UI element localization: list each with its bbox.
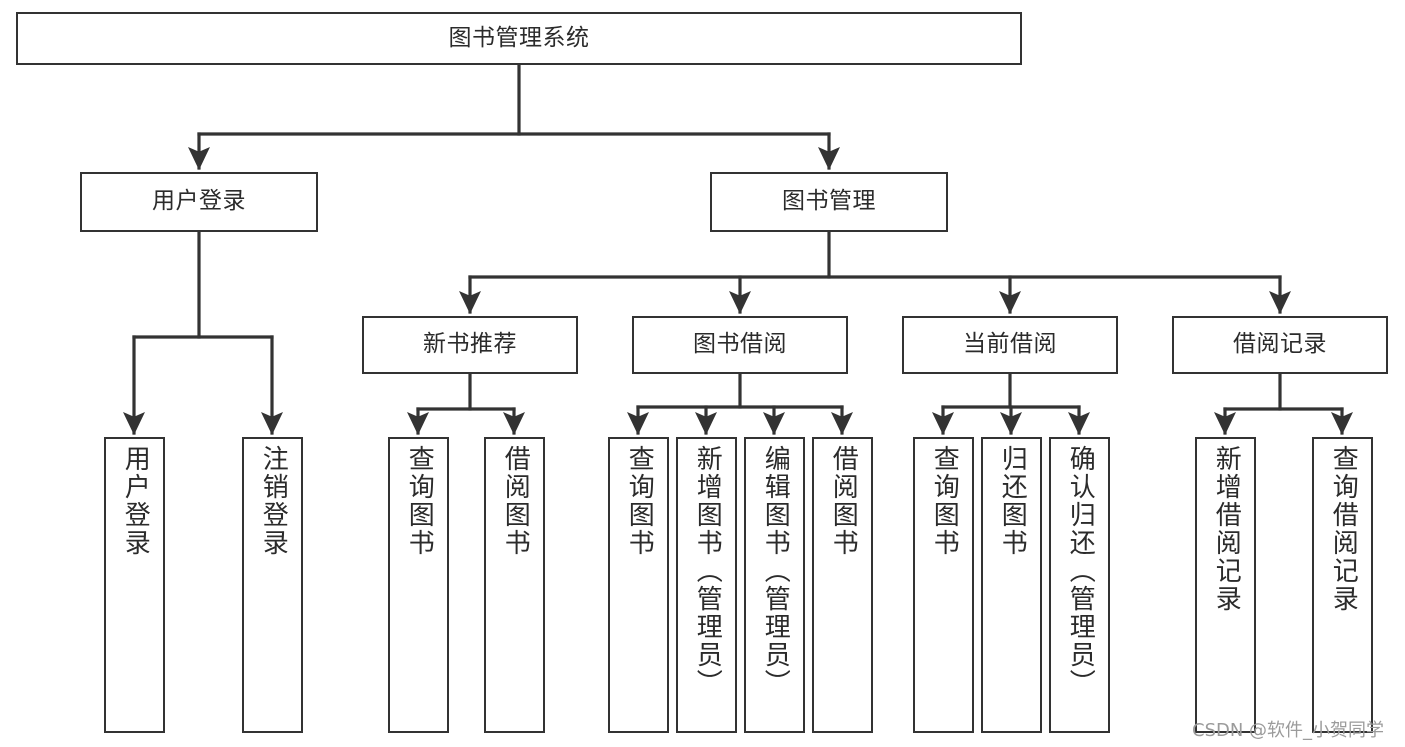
leaf-query-book-current[interactable]: 查询图书	[913, 437, 974, 733]
node-label: 图书管理系统	[448, 24, 590, 51]
node-label: 借阅记录	[1233, 331, 1327, 358]
node-label: 查询图书	[404, 445, 435, 557]
node-current-borrow[interactable]: 当前借阅	[902, 316, 1118, 374]
node-label: 新增图书（管理员）	[692, 445, 723, 697]
node-label: 借阅图书	[828, 445, 859, 557]
node-user-login[interactable]: 用户登录	[80, 172, 318, 232]
leaf-add-book-admin[interactable]: 新增图书（管理员）	[676, 437, 737, 733]
node-label: 确认归还（管理员）	[1065, 445, 1096, 697]
leaf-user-login[interactable]: 用户登录	[104, 437, 165, 733]
node-book-borrow[interactable]: 图书借阅	[632, 316, 848, 374]
csdn-watermark: CSDN @软件_小贺同学	[1192, 720, 1385, 741]
node-borrow-record[interactable]: 借阅记录	[1172, 316, 1388, 374]
leaf-borrow-book-newbook[interactable]: 借阅图书	[484, 437, 545, 733]
leaf-edit-book-admin[interactable]: 编辑图书（管理员）	[744, 437, 805, 733]
node-label: 用户登录	[152, 188, 246, 215]
node-label: 用户登录	[120, 445, 151, 557]
leaf-borrow-book[interactable]: 借阅图书	[812, 437, 873, 733]
node-label: 注销登录	[258, 445, 289, 557]
node-label: 查询图书	[929, 445, 960, 557]
node-label: 图书借阅	[693, 331, 787, 358]
node-label: 查询图书	[624, 445, 655, 557]
leaf-return-book[interactable]: 归还图书	[981, 437, 1042, 733]
node-label: 新书推荐	[423, 331, 517, 358]
leaf-logout[interactable]: 注销登录	[242, 437, 303, 733]
node-book-management[interactable]: 图书管理	[710, 172, 948, 232]
node-label: 借阅图书	[500, 445, 531, 557]
node-label: 当前借阅	[963, 331, 1057, 358]
node-root-system[interactable]: 图书管理系统	[16, 12, 1022, 65]
leaf-add-borrow-record[interactable]: 新增借阅记录	[1195, 437, 1256, 733]
leaf-query-book-newbook[interactable]: 查询图书	[388, 437, 449, 733]
leaf-query-book-borrow[interactable]: 查询图书	[608, 437, 669, 733]
node-label: 查询借阅记录	[1328, 445, 1359, 613]
node-label: 归还图书	[997, 445, 1028, 557]
leaf-confirm-return-admin[interactable]: 确认归还（管理员）	[1049, 437, 1110, 733]
node-new-book-recommend[interactable]: 新书推荐	[362, 316, 578, 374]
node-label: 图书管理	[782, 188, 876, 215]
node-label: 新增借阅记录	[1211, 445, 1242, 613]
node-label: 编辑图书（管理员）	[760, 445, 791, 697]
leaf-query-borrow-record[interactable]: 查询借阅记录	[1312, 437, 1373, 733]
